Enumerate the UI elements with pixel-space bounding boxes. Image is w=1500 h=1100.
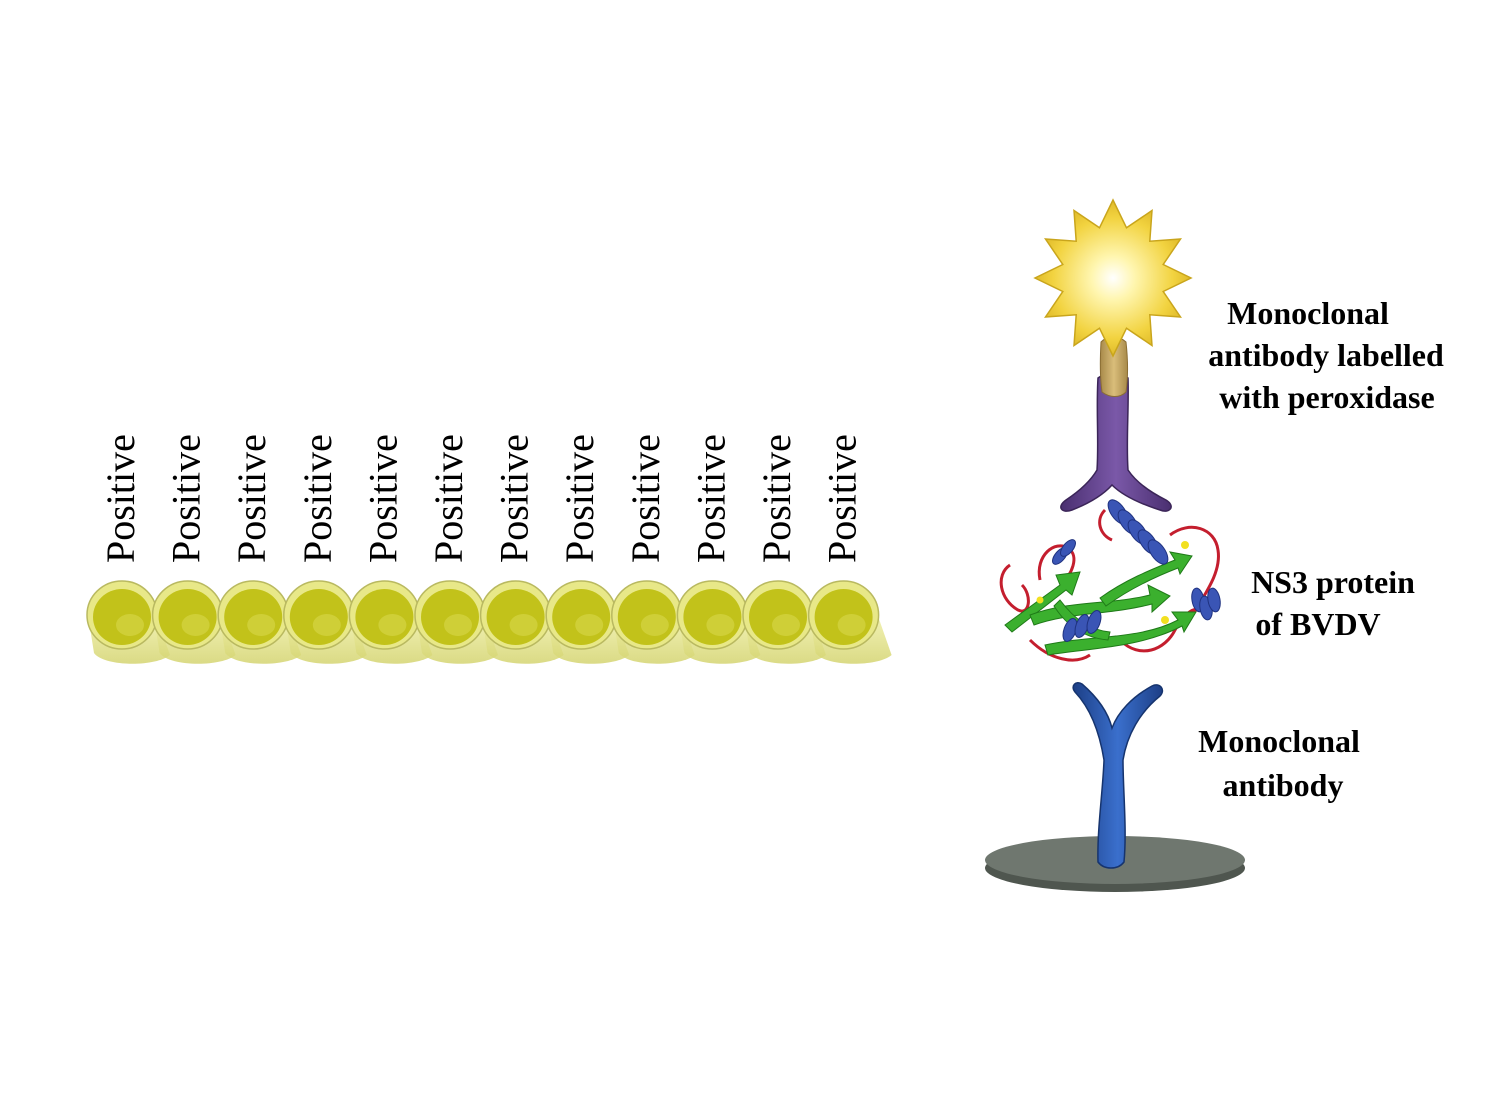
well-label: Positive bbox=[164, 434, 209, 563]
well-label: Positive bbox=[98, 434, 143, 563]
well-label: Positive bbox=[426, 434, 471, 563]
well-label: Positive bbox=[754, 434, 799, 563]
well: Positive bbox=[611, 434, 695, 664]
well: Positive bbox=[86, 434, 170, 664]
detection-antibody bbox=[1060, 372, 1172, 512]
loop-segment bbox=[1098, 508, 1113, 542]
peroxidase-enzyme bbox=[1033, 198, 1193, 358]
capture-antibody-label: Monoclonal antibody bbox=[1198, 723, 1368, 803]
sandwich-assay: Monoclonal antibody labelled with peroxi… bbox=[985, 198, 1452, 892]
loop-segment bbox=[999, 563, 1030, 613]
alpha-helix bbox=[1052, 539, 1076, 565]
ns3-protein-structure bbox=[999, 499, 1221, 662]
alpha-helix bbox=[1062, 610, 1102, 642]
well: Positive bbox=[151, 434, 236, 664]
capture-antibody bbox=[1072, 681, 1164, 869]
well-label: Positive bbox=[295, 434, 340, 563]
well-label: Positive bbox=[820, 434, 865, 563]
well-label: Positive bbox=[229, 434, 274, 563]
well: Positive bbox=[545, 434, 630, 664]
well: Positive bbox=[807, 434, 892, 664]
loop-segment bbox=[1028, 638, 1091, 662]
well: Positive bbox=[479, 434, 564, 664]
well-label: Positive bbox=[688, 434, 733, 563]
well: Positive bbox=[283, 434, 367, 664]
well: Positive bbox=[217, 434, 302, 664]
well-label: Positive bbox=[492, 434, 537, 563]
well: Positive bbox=[414, 434, 498, 664]
alpha-helix bbox=[1191, 587, 1221, 621]
detection-antibody-label: Monoclonal antibody labelled with peroxi… bbox=[1208, 295, 1452, 415]
well: Positive bbox=[742, 434, 826, 664]
elisa-strip: Positive Positive Positive Positive Positive… bbox=[86, 434, 892, 664]
well-label: Positive bbox=[623, 434, 668, 563]
alpha-helix bbox=[1107, 499, 1169, 565]
beta-strand bbox=[1099, 551, 1193, 607]
ns3-protein-label: NS3 protein of BVDV bbox=[1251, 564, 1423, 642]
well: Positive bbox=[676, 434, 761, 664]
well-label: Positive bbox=[360, 434, 405, 563]
well: Positive bbox=[348, 434, 433, 664]
well-label: Positive bbox=[557, 434, 602, 563]
